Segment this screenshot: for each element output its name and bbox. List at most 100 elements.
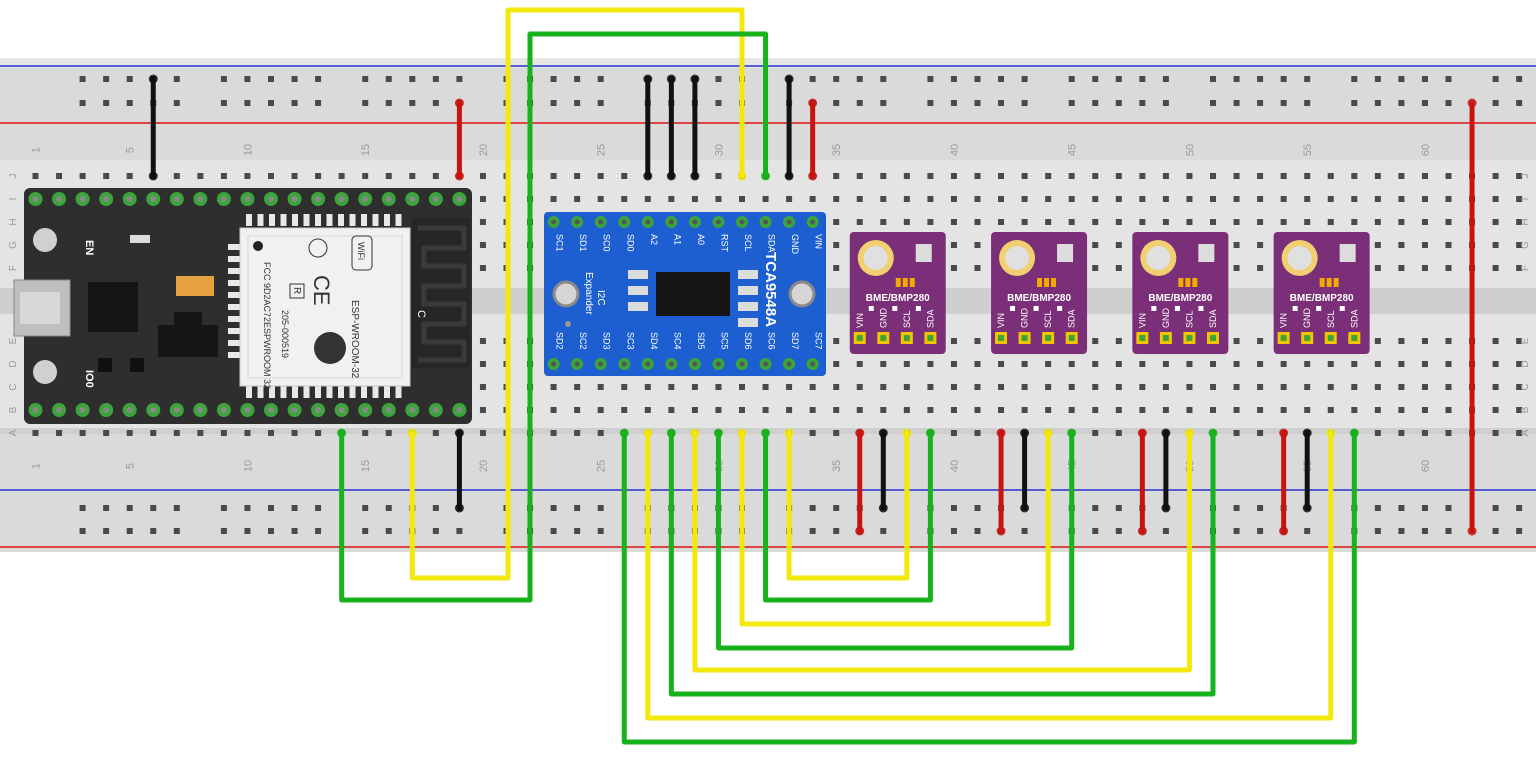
breadboard-hole xyxy=(974,242,981,248)
rail-hole xyxy=(103,528,110,534)
breadboard-hole xyxy=(1445,265,1452,271)
rail-hole xyxy=(79,100,86,106)
rail-hole xyxy=(1492,100,1499,106)
breadboard-hole xyxy=(927,407,934,413)
breadboard-hole xyxy=(1445,196,1452,202)
sensor-pin-label: SDA xyxy=(1067,309,1077,328)
breadboard-hole xyxy=(1068,407,1075,413)
rail-hole xyxy=(385,528,392,534)
sensor-pin-label: SCL xyxy=(902,310,912,328)
fcc-text: FCC 9D2AC72ESPWROOM 32 xyxy=(262,262,272,389)
rail-hole xyxy=(927,76,934,82)
rail-hole xyxy=(103,505,110,511)
breadboard-hole xyxy=(1445,384,1452,390)
breadboard-hole xyxy=(1351,361,1358,367)
breadboard-hole xyxy=(1210,219,1216,225)
breadboard-hole xyxy=(432,430,439,436)
breadboard-hole xyxy=(1092,338,1099,344)
breadboard-hole xyxy=(1398,361,1405,367)
cert-text: 205-000519 xyxy=(280,310,290,358)
rail-hole xyxy=(597,528,604,534)
mux-pin-label: A2 xyxy=(649,234,659,245)
rail-hole xyxy=(268,505,274,511)
rail-hole xyxy=(974,505,981,511)
breadboard-hole xyxy=(1139,384,1146,390)
breadboard-hole xyxy=(903,219,910,225)
esp32-board[interactable]: EN IO0 C ESP-WROOM-32 FCC 9D2AC72ESPWROO… xyxy=(13,188,472,424)
io0-button[interactable] xyxy=(33,360,57,384)
breadboard-hole xyxy=(715,384,722,390)
row-letter: J xyxy=(8,174,19,179)
rail-hole xyxy=(1068,76,1075,82)
breadboard-hole xyxy=(950,361,957,367)
rail-hole xyxy=(291,528,298,534)
breadboard-hole xyxy=(998,407,1005,413)
breadboard-hole xyxy=(950,242,957,248)
regulator xyxy=(158,325,218,357)
breadboard-hole xyxy=(1516,242,1523,248)
row-letter: D xyxy=(8,360,19,367)
breadboard-hole xyxy=(786,196,793,202)
en-button[interactable] xyxy=(33,228,57,252)
rail-hole xyxy=(715,76,722,82)
rail-hole xyxy=(998,100,1005,106)
breadboard-hole xyxy=(1445,407,1452,413)
breadboard-hole xyxy=(856,196,863,202)
rail-hole xyxy=(1115,505,1122,511)
rail-hole xyxy=(974,100,981,106)
rail-hole xyxy=(173,76,180,82)
rail-hole xyxy=(950,76,957,82)
breadboard-hole xyxy=(1516,173,1523,179)
rail-hole xyxy=(1351,100,1358,106)
breadboard-hole xyxy=(1045,361,1052,367)
rail-hole xyxy=(79,528,86,534)
breadboard-hole xyxy=(998,361,1005,367)
breadboard-hole xyxy=(880,361,887,367)
breadboard-hole xyxy=(1421,242,1428,248)
rail-hole xyxy=(1210,76,1216,82)
column-number: 5 xyxy=(125,147,137,153)
breadboard-hole xyxy=(1186,384,1193,390)
rail-hole xyxy=(809,76,816,82)
tca9548a-board[interactable]: SC1SD2SD1SC2SC0SD3SD0SC3A2SD4A1SC4A0SD5R… xyxy=(544,212,826,376)
breadboard-hole xyxy=(1280,196,1287,202)
rail-hole xyxy=(456,528,463,534)
wire-green xyxy=(763,430,933,603)
mux-pin-label: SC4 xyxy=(672,332,682,350)
breadboard-hole xyxy=(903,173,910,179)
breadboard-hole xyxy=(1374,361,1381,367)
sensor-pin-label: SCL xyxy=(1043,310,1053,328)
breadboard-hole xyxy=(1516,361,1523,367)
breadboard-hole xyxy=(1233,407,1240,413)
rail-hole xyxy=(315,505,322,511)
breadboard-hole xyxy=(691,407,698,413)
breadboard-hole xyxy=(1398,219,1405,225)
breadboard-hole xyxy=(479,338,486,344)
rail-hole xyxy=(1233,100,1240,106)
breadboard-hole xyxy=(197,430,204,436)
breadboard-hole xyxy=(597,196,604,202)
breadboard-hole xyxy=(1092,430,1099,436)
breadboard-hole xyxy=(1421,361,1428,367)
breadboard-hole xyxy=(1021,384,1028,390)
breadboard-hole xyxy=(974,173,981,179)
rail-hole xyxy=(291,100,298,106)
breadboard-hole xyxy=(550,196,557,202)
row-letter: F xyxy=(1520,265,1531,271)
breadboard-hole xyxy=(1351,196,1358,202)
breadboard-hole xyxy=(1374,242,1381,248)
breadboard-hole xyxy=(1516,219,1523,225)
mux-pin-label: SC6 xyxy=(767,332,777,350)
breadboard-hole xyxy=(809,384,816,390)
breadboard-hole xyxy=(1233,430,1240,436)
ce-mark: CE xyxy=(309,275,334,306)
rail-hole xyxy=(385,100,392,106)
breadboard-hole xyxy=(950,430,957,436)
breadboard-hole xyxy=(1092,219,1099,225)
breadboard-hole xyxy=(244,430,251,436)
rail-hole xyxy=(1304,528,1311,534)
